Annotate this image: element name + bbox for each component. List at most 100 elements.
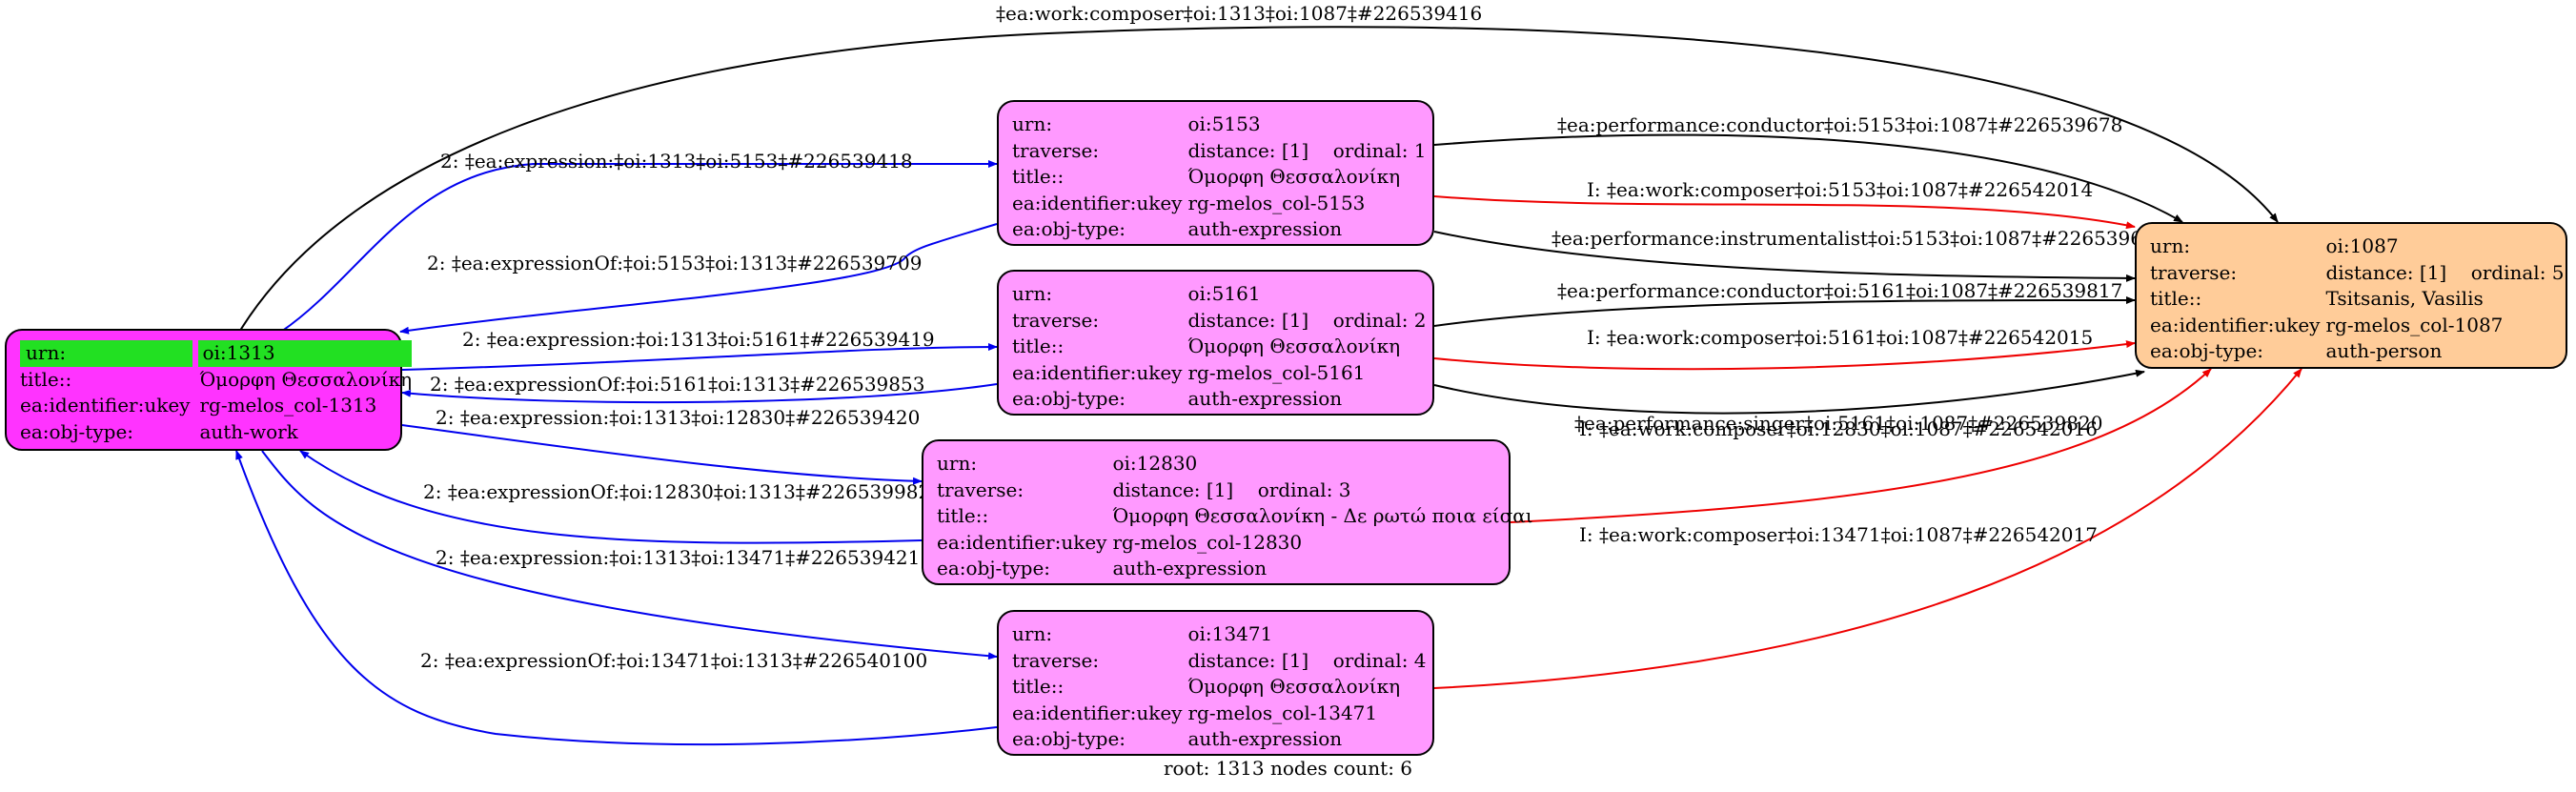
ukey-key: ea:identifier:ukey (937, 530, 1107, 554)
title-value: Όμορφη Θεσσαλονίκη (1187, 165, 1401, 188)
edge-expression-1313-5161 (401, 343, 998, 371)
distance-value: distance: [1] (1112, 477, 1234, 501)
ukey-key: ea:identifier:ukey (20, 394, 191, 416)
edge-label: I: ‡ea:work:composer‡oi:5153‡oi:1087‡#22… (1587, 178, 2093, 201)
root-urn-row: urn: oi:1313 (20, 340, 413, 367)
expression-node-5161[interactable]: urn:oi:5161 traverse:distance: [1] ordin… (997, 270, 1434, 416)
urn-value: oi:5161 (1187, 282, 1261, 305)
title-key: title:: (20, 367, 72, 391)
ordinal-value: ordinal: 1 (1332, 138, 1427, 162)
traverse-key: traverse: (1012, 308, 1100, 332)
distance-value: distance: [1] (1187, 138, 1309, 162)
edge-label: ‡ea:performance:conductor‡oi:5153‡oi:108… (1557, 113, 2122, 136)
edge-composer-5153-1087 (1433, 195, 2136, 230)
urn-value: oi:5153 (1187, 112, 1261, 135)
type-key: ea:obj-type: (1012, 217, 1126, 240)
edge-expression-1313-13471 (261, 450, 998, 660)
edge-label: ‡ea:performance:instrumentalist‡oi:5153‡… (1552, 227, 2166, 250)
edge-label: 2: ‡ea:expressionOf:‡oi:12830‡oi:1313‡#2… (423, 480, 930, 503)
type-key: ea:obj-type: (20, 419, 134, 443)
edge-label: ‡ea:work:composer‡oi:1313‡oi:1087‡#22653… (996, 2, 1482, 25)
ukey-key: ea:identifier:ukey (1012, 360, 1183, 384)
urn-value: oi:1087 (2325, 234, 2399, 257)
edge-label: ‡ea:performance:conductor‡oi:5161‡oi:108… (1557, 279, 2122, 302)
urn-key: urn: (937, 452, 978, 475)
edge-label: I: ‡ea:work:composer‡oi:5161‡oi:1087‡#22… (1587, 326, 2093, 349)
title-key: title:: (1012, 675, 1065, 698)
title-key: title:: (1012, 335, 1065, 357)
ukey-key: ea:identifier:ukey (1012, 191, 1183, 214)
traverse-key: traverse: (1012, 648, 1100, 672)
type-key: ea:obj-type: (1012, 387, 1126, 410)
urn-key: urn: (1012, 622, 1053, 645)
distance-value: distance: [1] (1187, 308, 1309, 332)
urn-value: oi:1313 (195, 340, 413, 367)
title-value: Όμορφη Θεσσαλονίκη (199, 367, 413, 391)
traverse-value: distance: [1] ordinal: 2 (1187, 308, 1426, 335)
edge-expressionof-12830-1313 (299, 450, 923, 544)
type-value: auth-person (2325, 339, 2443, 362)
type-value: auth-expression (1187, 727, 1343, 750)
ukey-value: rg-melos_col-13471 (1187, 701, 1378, 724)
ukey-value: rg-melos_col-1313 (199, 394, 377, 416)
root-work-node[interactable]: urn: oi:1313 title::Όμορφη Θεσσαλονίκη e… (5, 329, 413, 451)
ukey-value: rg-melos_col-1087 (2325, 313, 2504, 336)
urn-key: urn: (1012, 112, 1053, 135)
ukey-key: ea:identifier:ukey (1012, 701, 1183, 724)
traverse-key: traverse: (937, 477, 1024, 501)
person-node-1087[interactable]: urn: oi:1087 traverse: distance: [1] ordin… (2135, 222, 2567, 369)
edge-label: 2: ‡ea:expressionOf:‡oi:5161‡oi:1313‡#22… (430, 373, 924, 396)
edge-expressionof-5153-1313 (399, 223, 998, 335)
edge-expressionof-13471-1313 (235, 450, 998, 746)
edge-expressionof-5161-1313 (401, 383, 998, 404)
type-value: auth-expression (1112, 557, 1268, 579)
edge-label: ‡ea:performance:singer‡oi:5161‡oi:1087‡#… (1574, 412, 2102, 435)
edge-expression-1313-12830 (401, 424, 923, 485)
edge-label: 2: ‡ea:expression:‡oi:1313‡oi:5153‡#2265… (440, 150, 913, 173)
edge-singer-5161-1087 (1433, 369, 2145, 415)
ukey-value: rg-melos_col-12830 (1112, 530, 1303, 554)
ukey-key: ea:identifier:ukey (2150, 313, 2321, 336)
traverse-value: distance: [1] ordinal: 3 (1112, 477, 1532, 504)
traverse-key: traverse: (1012, 138, 1100, 162)
traverse-key: traverse: (2150, 260, 2238, 284)
edge-composer-12830-1087 (1510, 368, 2212, 523)
edge-composer-13471-1087 (1433, 368, 2302, 689)
traverse-value: distance: [1] ordinal: 5 (2325, 260, 2564, 287)
expression-node-12830[interactable]: urn: oi:12830 traverse: distance: [1] ordi… (922, 439, 1533, 585)
urn-value: oi:12830 (1112, 452, 1198, 475)
type-key: ea:obj-type: (937, 557, 1051, 579)
expression-node-5153[interactable]: urn: oi:5153 traverse: distance: [1] ordin… (997, 100, 1434, 246)
edge-label: 2: ‡ea:expression:‡oi:1313‡oi:12830‡#226… (436, 406, 920, 429)
ordinal-value: ordinal: 4 (1332, 648, 1427, 672)
title-value: Tsitsanis, Vasilis (2325, 287, 2484, 310)
urn-key: urn: (2150, 234, 2191, 257)
urn-value: oi:13471 (1187, 622, 1273, 645)
ordinal-value: ordinal: 2 (1332, 308, 1427, 332)
edge-label: 2: ‡ea:expressionOf:‡oi:5153‡oi:1313‡#22… (427, 252, 922, 274)
title-value: Όμορφη Θεσσαλονίκη (1187, 675, 1401, 698)
graph-footer: root: 1313 nodes count: 6 (1163, 757, 1413, 780)
title-key: title:: (1012, 165, 1065, 188)
edge-label: I: ‡ea:work:composer‡oi:12830‡oi:1087‡#2… (1579, 417, 2098, 440)
traverse-value: distance: [1] ordinal: 4 (1187, 648, 1426, 675)
title-value: Όμορφη Θεσσαλονίκη - Δε ρωτώ ποια είσαι (1112, 504, 1533, 527)
expression-node-13471[interactable]: urn: oi:13471 traverse: distance: [1] ordi… (997, 610, 1434, 756)
edge-label: 2: ‡ea:expressionOf:‡oi:13471‡oi:1313‡#2… (420, 649, 927, 672)
type-key: ea:obj-type: (1012, 727, 1126, 750)
title-key: title:: (937, 504, 989, 527)
edge-work-composer-1313-1087 (237, 26, 2279, 335)
edge-composer-5161-1087 (1433, 340, 2136, 371)
edge-label: 2: ‡ea:expression:‡oi:1313‡oi:13471‡#226… (436, 546, 920, 569)
type-value: auth-expression (1187, 387, 1343, 410)
edge-label: 2: ‡ea:expression:‡oi:1313‡oi:5161‡#2265… (462, 328, 935, 351)
edge-expression-1313-5153 (280, 160, 998, 333)
distance-value: distance: [1] (2325, 260, 2447, 284)
ukey-value: rg-melos_col-5161 (1187, 360, 1366, 384)
title-key: title:: (2150, 287, 2202, 310)
ordinal-value: ordinal: 5 (2470, 260, 2565, 284)
edge-conductor-5161-1087 (1433, 296, 2136, 327)
type-key: ea:obj-type: (2150, 339, 2264, 362)
ukey-value: rg-melos_col-5153 (1187, 191, 1366, 214)
